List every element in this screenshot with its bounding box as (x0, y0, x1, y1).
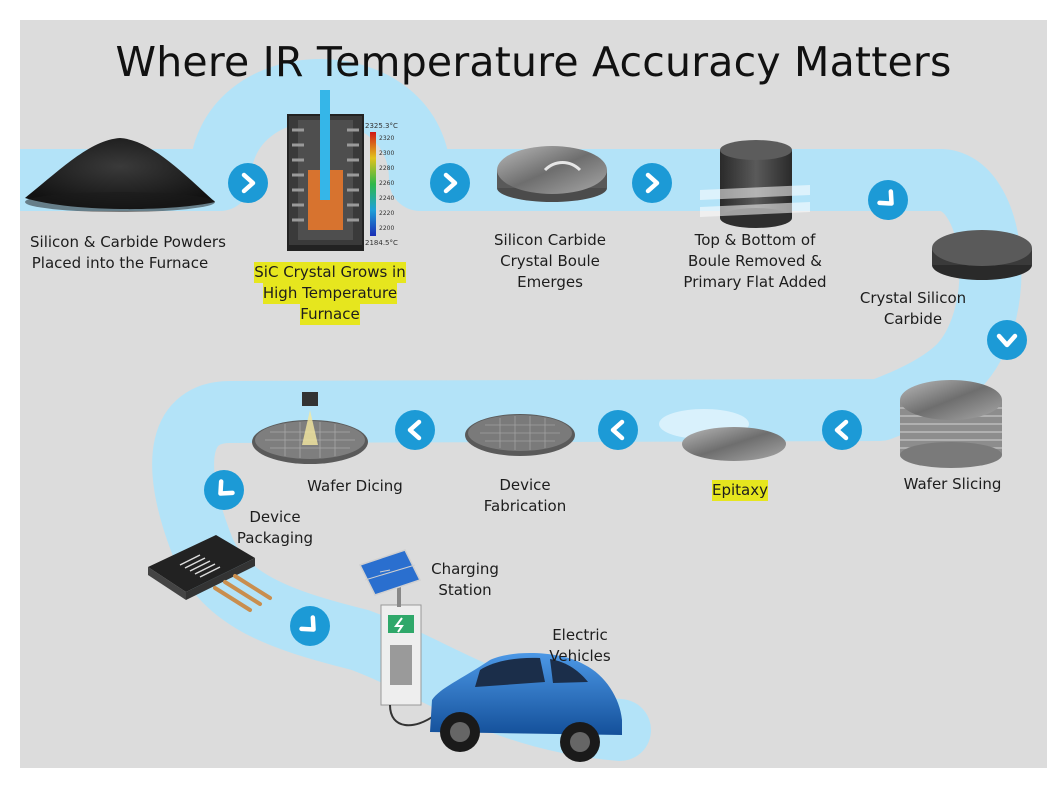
down-left-arrow-icon (204, 470, 244, 510)
wafer-dicing-illustration (252, 392, 368, 464)
step-label-line: Device (249, 508, 301, 526)
step-label-line: Furnace (300, 304, 360, 325)
step-label-line: Top & Bottom of (694, 231, 816, 249)
arrow-layer (204, 163, 1027, 646)
step-label-line: Carbide (883, 310, 943, 328)
right-arrow-icon (228, 163, 268, 203)
trimmed-boule-illustration (700, 140, 810, 228)
diagram-canvas: 2325.3°C 2184.5°C 2320 2300 2280 2260 2240 22… (20, 20, 1047, 768)
device-package-illustration (148, 535, 272, 612)
temperature-scale-bar (370, 132, 376, 236)
left-arrow-icon (598, 410, 638, 450)
step-label-line: Primary Flat Added (683, 273, 827, 291)
epitaxy-wafer-illustration (659, 409, 786, 461)
scale-tick-label: 2240 (379, 195, 394, 202)
sic-disc-illustration (932, 230, 1032, 280)
step-label-line: Silicon Carbide (494, 231, 606, 249)
scale-ticks: 2320 2300 2280 2260 2240 2220 2200 (379, 135, 394, 232)
step-label-line: Placed into the Furnace (31, 254, 209, 272)
scale-min-text: 2184.5°C (365, 239, 398, 247)
step-label-line: Crystal Silicon (859, 289, 967, 307)
electric-car-illustration (430, 653, 622, 762)
furnace-illustration (287, 90, 364, 251)
step-label-line: Emerges (517, 273, 583, 291)
step-label-line: SiC Crystal Grows in (254, 262, 406, 283)
scale-tick-label: 2320 (379, 135, 394, 142)
step-label-line: Electric (552, 626, 608, 644)
step-label-line: Wafer Slicing (903, 475, 1002, 493)
powder-pile-illustration (25, 138, 215, 212)
scale-tick-label: 2220 (379, 210, 394, 217)
step-label-line: Boule Removed & (688, 252, 822, 270)
left-arrow-icon (395, 410, 435, 450)
right-arrow-icon (430, 163, 470, 203)
step-label-line: Packaging (236, 529, 314, 547)
step-label-line: Wafer Dicing (307, 477, 403, 495)
left-arrow-icon (822, 410, 862, 450)
scale-tick-label: 2260 (379, 180, 394, 187)
step-label-line: Station (438, 581, 492, 599)
wafer-stack-illustration (900, 380, 1002, 468)
scale-max-text: 2325.3°C (365, 122, 398, 130)
diagram-title: Where IR Temperature Accuracy Matters (115, 38, 952, 86)
step-label-line: Charging (431, 560, 499, 578)
step-label-boule-trim: Top & Bottom of Boule Removed & Primary Fl… (670, 230, 840, 293)
crystal-boule-illustration (497, 146, 607, 202)
step-label-wafer-slicing: Wafer Slicing (890, 474, 1015, 495)
process-illustration: 2325.3°C 2184.5°C 2320 2300 2280 2260 2240 22… (20, 59, 1032, 762)
down-right-arrow-icon (290, 606, 330, 646)
down-right-arrow-icon (868, 180, 908, 220)
step-label-line: High Temperature (262, 283, 398, 304)
step-label-wafer-dicing: Wafer Dicing (295, 476, 415, 497)
step-label-line: Epitaxy (712, 480, 768, 501)
step-label-line: Device (499, 476, 551, 494)
step-label-line: Vehicles (549, 647, 611, 665)
scale-tick-label: 2280 (379, 165, 394, 172)
step-label-line: Crystal Boule (500, 252, 600, 270)
step-label-line: Silicon & Carbide Powders (30, 233, 226, 251)
right-arrow-icon (632, 163, 672, 203)
charging-station-illustration (358, 549, 436, 727)
fabrication-wafer-illustration (465, 414, 575, 456)
process-path (20, 59, 1022, 761)
scale-tick-label: 2200 (379, 225, 394, 232)
scale-tick-label: 2300 (379, 150, 394, 157)
step-label-epitaxy: Epitaxy (690, 480, 790, 501)
step-label-line: Fabrication (483, 497, 567, 515)
down-arrow-icon (987, 320, 1027, 360)
